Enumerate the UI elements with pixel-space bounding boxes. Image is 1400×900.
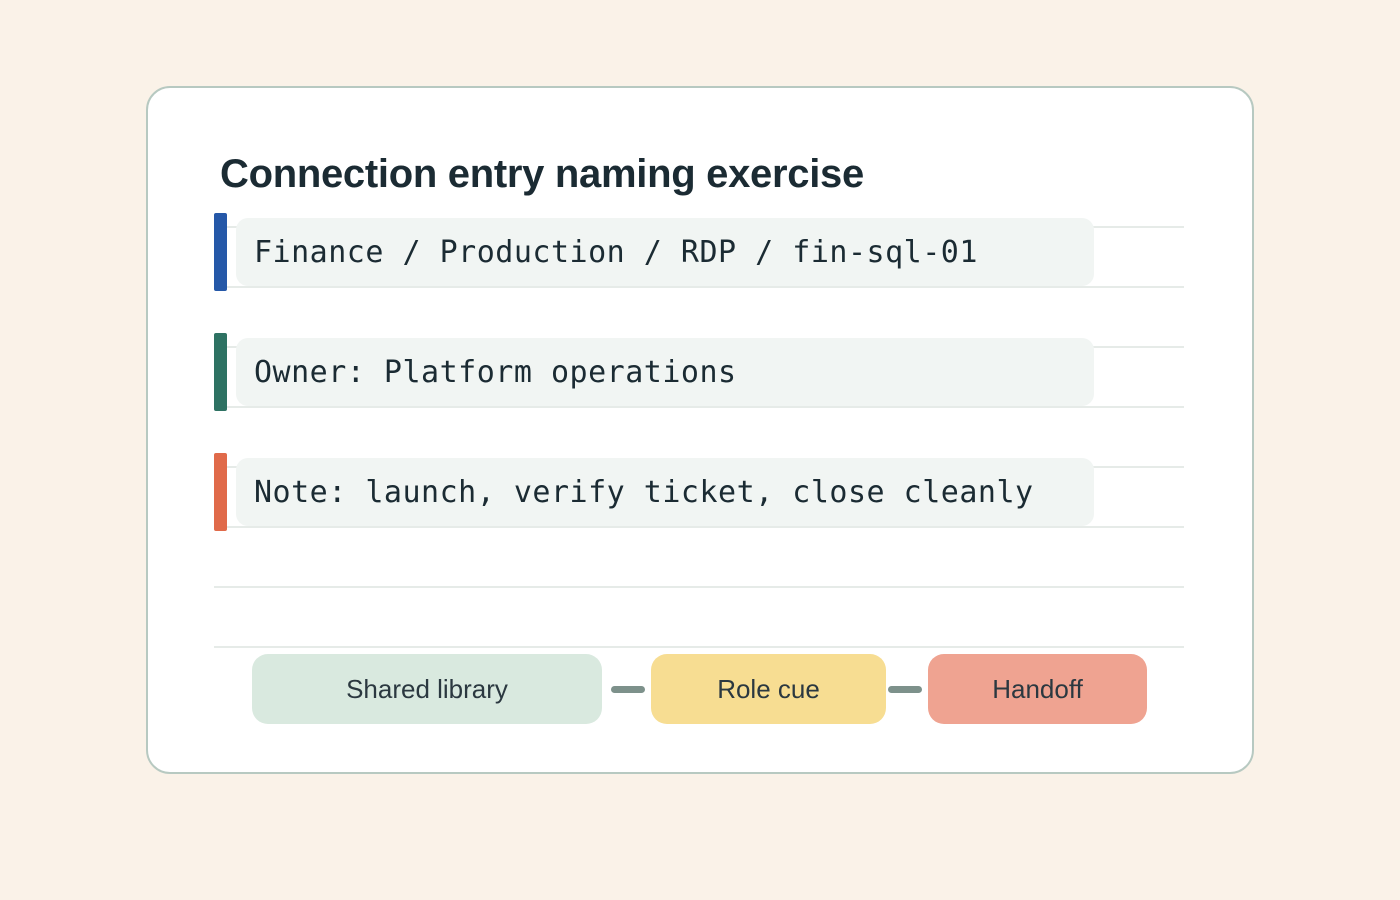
entry-row[interactable]: Note: launch, verify ticket, close clean… xyxy=(214,453,1094,531)
accent-bar-blue xyxy=(214,213,227,291)
chip-flow: Shared library Role cue Handoff xyxy=(148,654,1252,734)
accent-bar-green xyxy=(214,333,227,411)
entry-row-text: Owner: Platform operations xyxy=(254,354,737,390)
chip-handoff[interactable]: Handoff xyxy=(928,654,1147,724)
chip-connector-1 xyxy=(611,686,645,693)
chip-connector-2 xyxy=(888,686,922,693)
entry-row[interactable]: Owner: Platform operations xyxy=(214,333,1094,411)
rule-line-8 xyxy=(214,646,1184,648)
entry-row[interactable]: Finance / Production / RDP / fin-sql-01 xyxy=(214,213,1094,291)
chip-shared-library[interactable]: Shared library xyxy=(252,654,602,724)
entry-row-text: Finance / Production / RDP / fin-sql-01 xyxy=(254,234,978,270)
accent-bar-orange xyxy=(214,453,227,531)
entry-row-highlight xyxy=(236,218,1094,286)
chip-role-cue[interactable]: Role cue xyxy=(651,654,886,724)
entry-row-text: Note: launch, verify ticket, close clean… xyxy=(254,474,1034,510)
rule-line-7 xyxy=(214,586,1184,588)
entry-row-highlight xyxy=(236,458,1094,526)
entry-row-highlight xyxy=(236,338,1094,406)
page-title: Connection entry naming exercise xyxy=(220,152,864,196)
exercise-card: Connection entry naming exercise Finance… xyxy=(146,86,1254,774)
